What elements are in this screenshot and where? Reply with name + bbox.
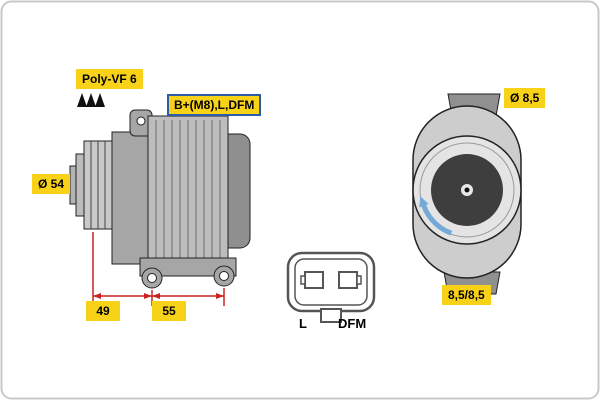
pulley-diameter-label: Ø 54 [32, 174, 71, 194]
shaft-center [464, 187, 470, 193]
dimension-55-label: 55 [152, 301, 186, 321]
connector-pin-l [304, 271, 324, 289]
mounting-lugs [139, 257, 237, 289]
side-view-drawing [69, 107, 251, 306]
connector-pin-dfm [338, 271, 358, 289]
mount-holes-label: 8,5/8,5 [442, 285, 491, 305]
belt-type-label: Poly-VF 6 [76, 69, 143, 89]
pulley [69, 140, 113, 230]
rear-housing [227, 133, 251, 249]
connector-pin-dfm-label: DFM [338, 316, 367, 331]
dimension-49-label: 49 [86, 301, 120, 321]
connector-tab [320, 308, 342, 323]
dimension-lines [92, 232, 225, 306]
terminal-label: B+(M8),L,DFM [167, 94, 262, 116]
connector-pin-l-label: L [299, 316, 307, 331]
top-mounting-lug [129, 109, 153, 137]
rear-view-drawing [412, 93, 522, 295]
connector-drawing [286, 251, 376, 323]
front-housing [111, 131, 149, 265]
rotation-arrow-icon [419, 196, 453, 236]
belt-profile-icon [77, 93, 105, 107]
hole-diameter-label: Ø 8,5 [504, 88, 546, 108]
stator-body [147, 115, 229, 265]
